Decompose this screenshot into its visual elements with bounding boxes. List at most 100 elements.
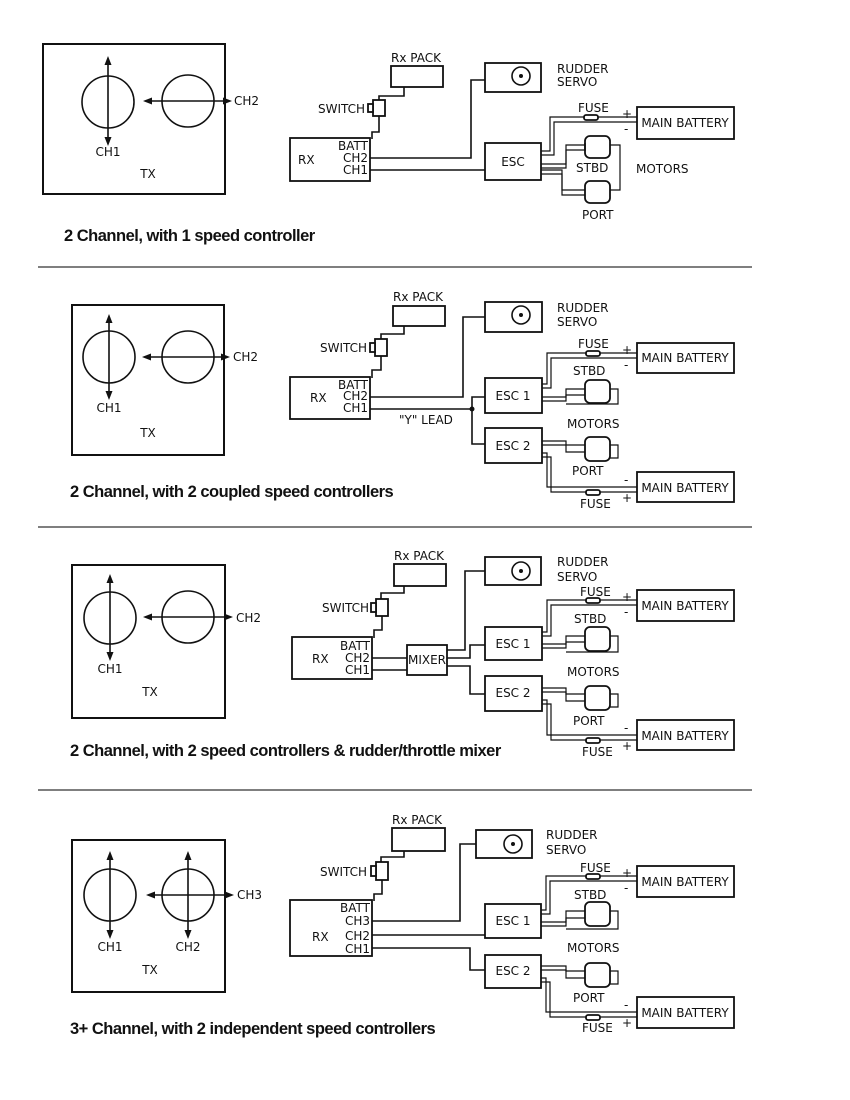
ch1-port-label: CH1: [343, 401, 368, 415]
stbd-motor: [584, 379, 611, 404]
fuse-label: FUSE: [580, 861, 611, 875]
port-motor: [584, 436, 611, 462]
rudder-servo: [484, 556, 542, 586]
ch2-port-label: CH2: [345, 651, 370, 665]
tx-label: TX: [141, 963, 158, 977]
esc-1: [484, 903, 542, 939]
svg-text:+: +: [622, 739, 632, 753]
rx-pack: [393, 563, 447, 587]
svg-text:+: +: [622, 866, 632, 880]
tx-label: TX: [139, 167, 156, 181]
batt-label: BATT: [340, 901, 371, 915]
main-battery-label: MAIN BATTERY: [641, 875, 729, 889]
svg-text:+: +: [622, 343, 632, 357]
main-battery-1: [636, 342, 735, 374]
mixer: [406, 644, 448, 676]
fuse-label: FUSE: [578, 101, 609, 115]
port-label: PORT: [572, 464, 604, 478]
rx-pack: [390, 65, 444, 88]
svg-text:-: -: [624, 721, 628, 735]
main-battery-label: MAIN BATTERY: [641, 116, 729, 130]
main-battery-label: MAIN BATTERY: [641, 729, 729, 743]
main-battery-label: MAIN BATTERY: [641, 351, 729, 365]
tx-label: TX: [141, 685, 158, 699]
receiver-box: [291, 636, 373, 680]
stbd-label: STBD: [576, 161, 608, 175]
switch: [372, 99, 386, 117]
esc-2: [484, 675, 543, 712]
main-battery-2: [636, 719, 735, 751]
esc: [484, 142, 542, 181]
caption-3: 2 Channel, with 2 speed controllers & ru…: [70, 742, 502, 760]
servo-label: SERVO: [557, 75, 597, 89]
fuse-label: FUSE: [578, 337, 609, 351]
port-label: PORT: [582, 208, 614, 222]
y-lead-label: "Y" LEAD: [399, 413, 453, 427]
servo-label: SERVO: [557, 570, 597, 584]
transmitter: CH1 CH2 TX: [42, 43, 259, 195]
esc2-label: ESC 2: [495, 686, 530, 700]
esc-2: [484, 954, 542, 989]
svg-text:-: -: [624, 473, 628, 487]
mixer-label: MIXER: [408, 653, 446, 667]
fuse-label: FUSE: [580, 497, 611, 511]
svg-text:-: -: [624, 881, 628, 895]
rx-pack-label: Rx PACK: [392, 813, 443, 827]
section-3: CH1 CH2 TX RX BATT CH2 CH1 Rx PACK SWITC…: [70, 549, 735, 760]
main-battery-1: [636, 865, 735, 898]
ch2-port-label: CH2: [345, 929, 370, 943]
stbd-motor: [584, 135, 611, 159]
receiver-box: [289, 137, 371, 182]
port-motor: [584, 180, 611, 204]
ch1-port-label: CH1: [345, 942, 370, 956]
fuse: [583, 114, 599, 121]
ch2-label: CH2: [236, 611, 261, 625]
fuse: [585, 873, 601, 880]
switch: [375, 861, 389, 881]
fuse: [585, 350, 601, 357]
ch2-label: CH2: [175, 940, 200, 954]
ch3-label: CH3: [237, 888, 262, 902]
esc1-label: ESC 1: [495, 389, 530, 403]
esc-label: ESC: [501, 155, 525, 169]
rx-label: RX: [298, 153, 315, 167]
motors-label: MOTORS: [636, 162, 689, 176]
fuse-label: FUSE: [582, 1021, 613, 1035]
port-label: PORT: [573, 714, 605, 728]
fuse: [585, 1014, 601, 1021]
ch1-port-label: CH1: [343, 163, 368, 177]
receiver-box: [289, 899, 373, 957]
ch1-label: CH1: [97, 940, 122, 954]
rudder-label: RUDDER: [557, 301, 609, 315]
transmitter: CH1 CH2 TX: [71, 304, 258, 456]
main-battery-label: MAIN BATTERY: [641, 599, 729, 613]
motors-label: MOTORS: [567, 417, 620, 431]
svg-text:+: +: [622, 107, 632, 121]
rudder-label: RUDDER: [557, 62, 609, 76]
rudder-servo: [484, 301, 543, 333]
switch: [375, 598, 389, 617]
servo-label: SERVO: [557, 315, 597, 329]
esc-2: [484, 427, 543, 464]
rx-pack-label: Rx PACK: [391, 51, 442, 65]
switch-label: SWITCH: [320, 341, 367, 355]
esc1-label: ESC 1: [495, 914, 530, 928]
esc2-label: ESC 2: [495, 439, 530, 453]
stbd-motor: [584, 901, 611, 927]
ch2-label: CH2: [233, 350, 258, 364]
ch1-port-label: CH1: [345, 663, 370, 677]
section-1: CH1 CH2 TX RX BATT CH2 CH1 Rx PACK SWITC…: [42, 43, 735, 245]
switch-label: SWITCH: [322, 601, 369, 615]
main-battery: [636, 106, 735, 140]
batt-label: BATT: [338, 378, 369, 392]
svg-text:+: +: [622, 590, 632, 604]
esc2-label: ESC 2: [495, 964, 530, 978]
caption-4: 3+ Channel, with 2 independent speed con…: [70, 1020, 436, 1038]
port-motor: [584, 962, 611, 988]
motors-label: MOTORS: [567, 665, 620, 679]
stbd-label: STBD: [574, 612, 606, 626]
servo-label: SERVO: [546, 843, 586, 857]
section-2: CH1 CH2 TX RX BATT CH2 CH1 Rx PACK SWITC…: [70, 290, 735, 511]
rx-label: RX: [312, 930, 329, 944]
motors-label: MOTORS: [567, 941, 620, 955]
